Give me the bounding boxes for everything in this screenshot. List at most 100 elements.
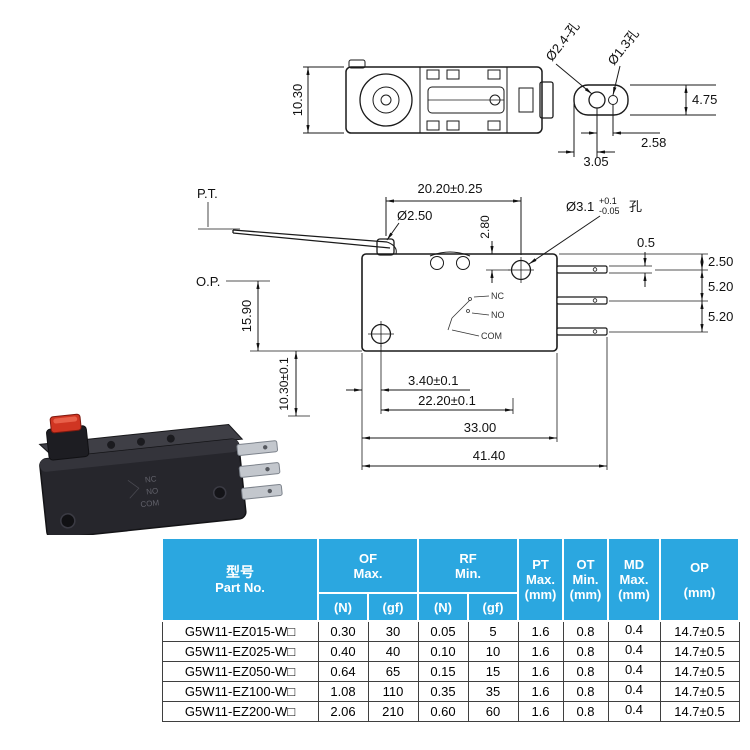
internal-contact-diagram: NC NO COM [447,291,505,341]
header-pt: PT Max. (mm) [517,537,564,622]
header-rf-n: (N) [417,592,469,622]
cell-part-no: G5W11-EZ100-W□ [161,680,319,702]
dim-label-10-30: 10.30±0.1 [277,357,291,411]
plunger-dome-outer [359,73,413,127]
dim-label-plunger-dia: Ø2.50 [397,208,432,223]
cell: 2.06 [317,700,369,722]
header-part-no-zh: 型号 [226,563,254,580]
cell: 14.7±0.5 [659,700,740,722]
marking-nc: NC [145,474,158,484]
header-of-n: (N) [317,592,369,622]
header-of-l2: Max. [353,565,383,581]
cell: 0.30 [317,620,369,642]
cell-part-no: G5W11-EZ200-W□ [161,700,319,722]
cell: 0.60 [417,700,469,722]
dim-label-hole-tol-minus: -0.05 [599,206,620,216]
header-of-gf: (gf) [367,592,419,622]
cell: 60 [467,700,519,722]
red-button [49,413,82,434]
header-op: OP (mm) [659,537,740,622]
dim-label-2-80: 2.80 [478,215,492,239]
dim-label-hole-1-3: Ø1.3孔 [605,26,642,68]
cell: 14.7±0.5 [659,680,740,702]
cell: 0.8 [562,620,609,642]
header-md: MD Max. (mm) [607,537,661,622]
terminal-label-no: NO [491,310,505,320]
photo-pin-2 [238,462,281,478]
dim-label-3-40: 3.40±0.1 [408,373,459,388]
dim-label-top-height: 10.30 [290,84,305,117]
cell: 0.8 [562,660,609,682]
header-of: OF Max. [317,537,419,594]
cell: 14.7±0.5 [659,660,740,682]
spec-table-section: 型号 Part No. OF Max. RF Min. PT Max. (mm) [161,537,740,722]
table-row: G5W11-EZ100-W□ 1.08 110 0.35 35 1.6 0.8 … [161,680,740,702]
marking-no: NO [146,486,159,496]
header-rf: RF Min. [417,537,519,594]
top-view-terminal-detail [573,84,629,116]
marking-com: COM [140,498,160,509]
cell: 1.6 [517,660,564,682]
photo-mounting-hole [60,513,76,529]
cell: 0.64 [317,660,369,682]
connector-cap [539,81,554,119]
terminal-label-nc: NC [491,291,504,301]
cell-md: 0.4 [607,680,661,702]
terminal-end-outline [573,84,629,116]
photo-terminal-pins [236,440,283,500]
hinge-circle-1 [430,256,444,270]
dim-label-hole-suffix: 孔 [629,199,642,214]
switch-body-top-outline [345,66,543,134]
body-bump [348,59,366,69]
cell: 1.08 [317,680,369,702]
spec-table: 型号 Part No. OF Max. RF Min. PT Max. (mm) [161,537,740,722]
hole-2-4 [588,91,606,109]
cell-part-no: G5W11-EZ015-W□ [161,620,319,642]
table-row: G5W11-EZ050-W□ 0.64 65 0.15 15 1.6 0.8 0… [161,660,740,682]
top-view-body [345,59,554,134]
pt-label: P.T. [197,186,218,201]
op-label: O.P. [196,274,220,289]
cell: 0.10 [417,640,469,662]
cell-part-no: G5W11-EZ050-W□ [161,660,319,682]
cell: 35 [467,680,519,702]
dim-label-33-00: 33.00 [464,420,497,435]
dim-label-3-05: 3.05 [583,154,608,169]
technical-drawings: 10.30 Ø2.4-孔 Ø1.3孔 4.75 2.58 3.05 [38,19,733,535]
cell-md: 0.4 [607,660,661,682]
photo-pin-1 [236,440,279,456]
plunger-dome-mid [372,86,400,114]
molded-markings: NC NO COM [127,474,160,509]
cell: 0.35 [417,680,469,702]
cell-md: 0.4 [607,620,661,642]
cell: 14.7±0.5 [659,620,740,642]
cell: 65 [367,660,419,682]
cell: 0.40 [317,640,369,662]
header-ot: OT Min. (mm) [562,537,609,622]
dim-label-0-5: 0.5 [637,235,655,250]
cell: 210 [367,700,419,722]
lever-arm [232,229,397,255]
header-rf-gf: (gf) [467,592,519,622]
terminal-pin-3 [556,327,608,336]
terminal-pin-1 [556,265,608,274]
dim-label-hole-2-4: Ø2.4-孔 [543,19,583,64]
cell: 10 [467,640,519,662]
plunger-dome-inner [380,94,392,106]
hinge-circle-2 [456,256,470,270]
cell: 1.6 [517,680,564,702]
photo-hole-right [212,486,227,500]
dim-label-20-20: 20.20±0.25 [418,181,483,196]
table-row: G5W11-EZ025-W□ 0.40 40 0.10 10 1.6 0.8 0… [161,640,740,662]
header-of-l1: OF [358,550,378,566]
header-part-no: 型号 Part No. [161,537,319,622]
side-view-drawing: NC NO COM P.T. O.P. 20.20±0.25 Ø2.50 [196,181,733,470]
cell: 1.6 [517,640,564,662]
cell-md: 0.4 [607,700,661,722]
cell: 0.8 [562,700,609,722]
cell: 14.7±0.5 [659,640,740,662]
dim-label-2-58: 2.58 [641,135,666,150]
cell: 5 [467,620,519,642]
hole-1-3 [608,95,618,105]
